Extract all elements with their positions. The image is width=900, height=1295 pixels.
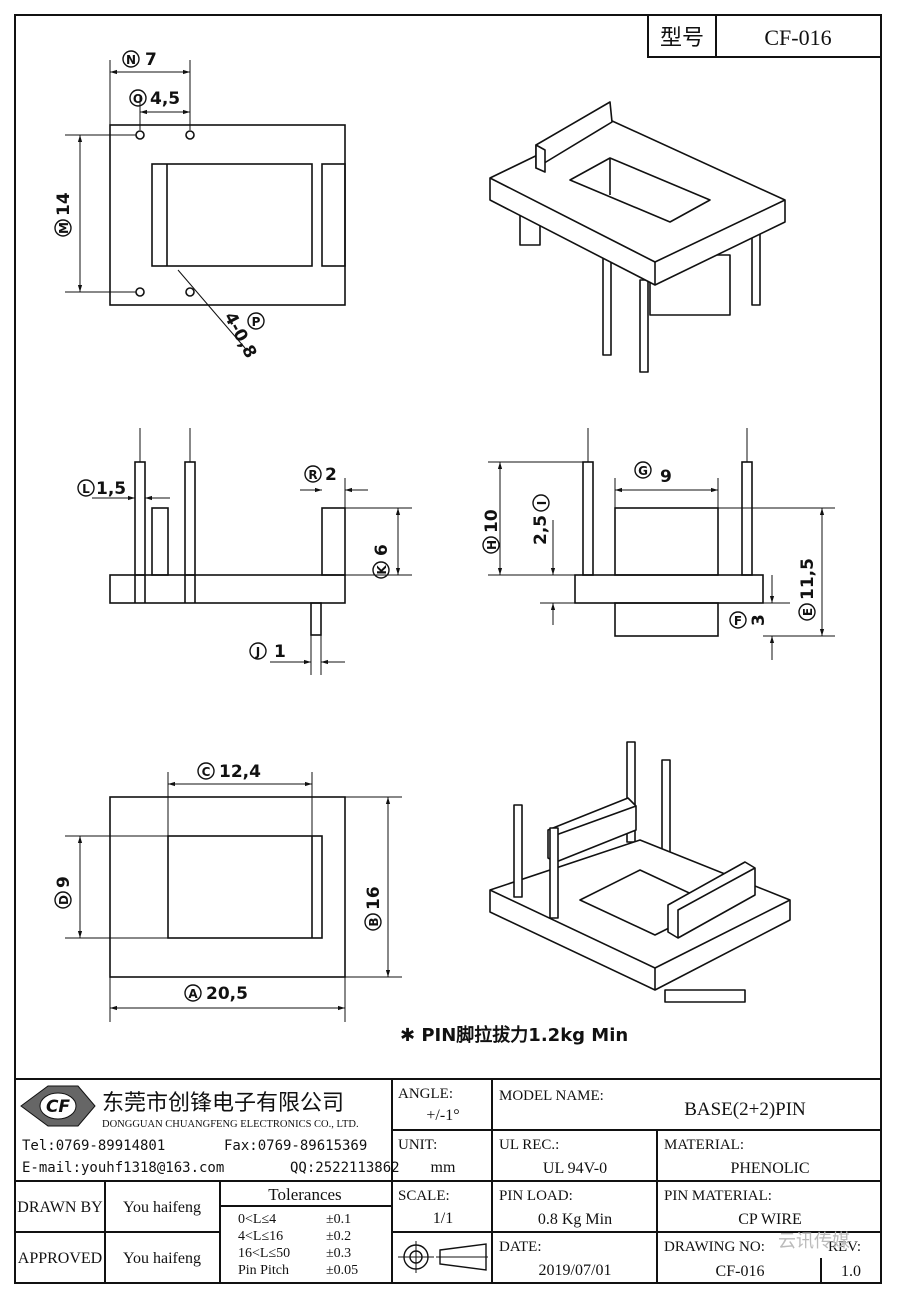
dim-G-value: 9 (660, 467, 672, 487)
side-view-labels: G 9 H 10 2,5 I E 11,5 F 3 (482, 461, 818, 629)
dim-A-value: 20,5 (206, 984, 248, 1004)
company-name-en: DONGGUAN CHUANGFENG ELECTRONICS CO., LTD… (102, 1119, 359, 1130)
rev-label: REV: (828, 1239, 861, 1255)
pin-load-label: PIN LOAD: (499, 1188, 573, 1204)
dim-F-value: 3 (749, 614, 769, 626)
material-value: PHENOLIC (730, 1160, 809, 1177)
tol-value-3: ±0.3 (326, 1246, 351, 1261)
ul-value: UL 94V-0 (543, 1160, 607, 1177)
tol-range-4: Pin Pitch (238, 1263, 289, 1278)
dim-F-letter: F (734, 614, 742, 628)
unit-label: UNIT: (398, 1137, 437, 1153)
dim-E-value: 11,5 (798, 558, 818, 600)
dim-L-letter: L (82, 482, 90, 496)
date-value: 2019/07/01 (539, 1262, 612, 1279)
dim-G-letter: G (638, 464, 648, 478)
header-model-box: 型号 CF-016 (647, 14, 882, 58)
tol-value-4: ±0.05 (326, 1263, 358, 1278)
dim-K-letter: K (375, 565, 389, 575)
dim-C-letter: C (202, 765, 211, 779)
tolerances-title: Tolerances (268, 1185, 341, 1204)
side-view (488, 428, 835, 660)
dim-C-value: 12,4 (219, 762, 261, 782)
rev-value: 1.0 (841, 1263, 861, 1280)
isometric-view-top (489, 101, 786, 373)
pin-load-value: 0.8 Kg Min (538, 1211, 612, 1228)
tol-value-2: ±0.2 (326, 1229, 351, 1244)
bottom-view-labels: C 12,4 D 9 B 16 A 20,5 (54, 762, 384, 1004)
projection-symbol (398, 1241, 488, 1273)
tol-range-1: 0<L≤4 (238, 1212, 276, 1227)
front-view (92, 428, 412, 675)
drawn-by-label: DRAWN BY (17, 1199, 103, 1216)
logo-text: CF (46, 1097, 70, 1117)
material-label: MATERIAL: (664, 1137, 744, 1153)
drawing-border (14, 14, 882, 1284)
model-name-value: BASE(2+2)PIN (684, 1099, 806, 1120)
company-name-cn: 东莞市创锋电子有限公司 (102, 1091, 344, 1116)
dim-J-letter: J (255, 645, 260, 659)
dim-H-value: 10 (482, 509, 502, 533)
drawing-no-value: CF-016 (716, 1263, 765, 1280)
dim-D-value: 9 (54, 876, 74, 888)
model-label: 型号 (660, 26, 704, 51)
dim-R-value: 2 (325, 465, 337, 485)
front-view-labels: L 1,5 R 2 K 6 J 1 (77, 465, 392, 662)
model-value: CF-016 (764, 25, 831, 50)
unit-value: mm (431, 1159, 456, 1176)
dim-M-value: 14 (54, 192, 74, 216)
scale-label: SCALE: (398, 1188, 450, 1204)
angle-value: +/-1° (426, 1107, 459, 1124)
drawn-by-value: You haifeng (123, 1199, 201, 1216)
dim-I-letter: I (535, 501, 549, 505)
angle-label: ANGLE: (398, 1086, 453, 1102)
dim-O-value: 4,5 (150, 89, 180, 109)
dim-N-letter: N (126, 53, 136, 67)
top-view (65, 60, 346, 349)
dim-L-value: 1,5 (96, 479, 126, 499)
dim-M-letter: M (57, 222, 71, 234)
pin-material-value: CP WIRE (738, 1211, 802, 1228)
drawing-no-label: DRAWING NO: (664, 1239, 765, 1255)
isometric-view-bottom (489, 741, 791, 1003)
dim-I-value: 2,5 (531, 515, 551, 545)
company-tel: Tel:0769-89914801 (22, 1138, 165, 1154)
approved-value: You haifeng (123, 1250, 201, 1267)
tol-range-3: 16<L≤50 (238, 1246, 290, 1261)
dim-B-letter: B (367, 917, 381, 926)
dim-O-letter: O (133, 92, 143, 106)
dim-R-letter: R (308, 468, 317, 482)
model-name-label: MODEL NAME: (499, 1088, 604, 1104)
watermark: 云讯传媒 (778, 1231, 850, 1252)
dim-J-value: 1 (274, 642, 286, 662)
pin-pull-note: ✱ PIN脚拉拔力1.2kg Min (400, 1024, 628, 1046)
tol-range-2: 4<L≤16 (238, 1229, 283, 1244)
company-qq: QQ:2522113862 (290, 1160, 400, 1176)
dim-H-letter: H (485, 540, 499, 550)
ul-label: UL REC.: (499, 1137, 559, 1153)
dim-B-value: 16 (364, 886, 384, 910)
date-label: DATE: (499, 1239, 542, 1255)
company-logo: CF (20, 1085, 96, 1127)
tol-value-1: ±0.1 (326, 1212, 351, 1227)
dim-E-letter: E (801, 608, 815, 616)
approved-label: APPROVED (18, 1250, 102, 1267)
dim-P-letter: P (252, 315, 261, 329)
bottom-view (65, 772, 402, 1022)
pin-material-label: PIN MATERIAL: (664, 1188, 772, 1204)
dim-K-value: 6 (372, 544, 392, 556)
dim-D-letter: D (57, 895, 71, 905)
company-fax: Fax:0769-89615369 (224, 1138, 367, 1154)
title-block-grid (15, 1078, 881, 1283)
dim-A-letter: A (188, 987, 198, 1001)
company-email: E-mail:youhf1318@163.com (22, 1160, 224, 1176)
top-view-labels: N 7 O 4,5 M 14 4-0,8 P (54, 50, 265, 362)
scale-value: 1/1 (433, 1210, 453, 1227)
dim-N-value: 7 (145, 50, 157, 70)
